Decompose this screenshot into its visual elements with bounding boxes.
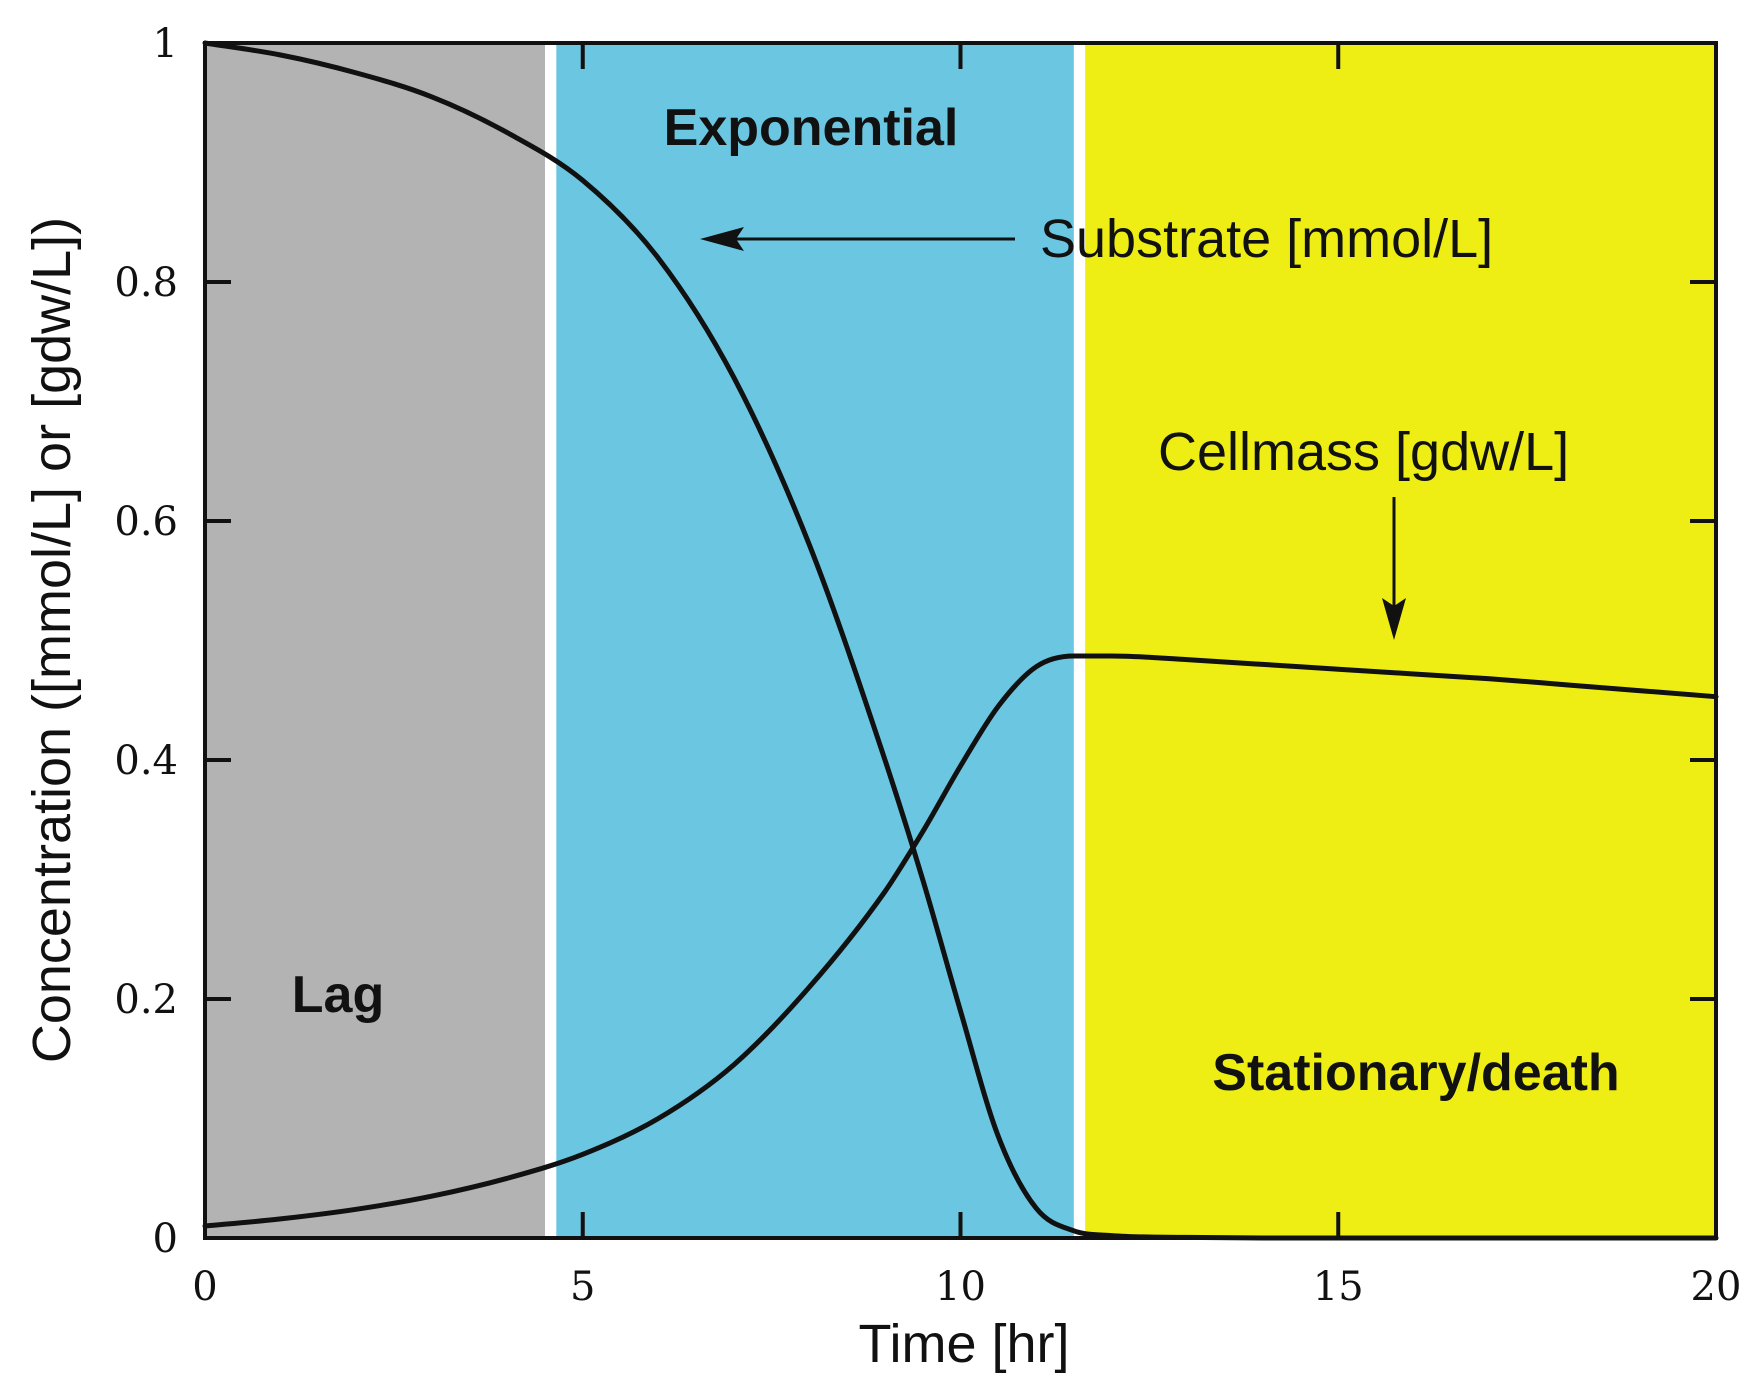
phase-label-lag: Lag [292,966,384,1024]
x-tick-label-4: 20 [1691,1264,1742,1310]
annotation-cellmass: Cellmass [gdw/L] [1158,422,1569,482]
x-tick-label-0: 0 [192,1264,217,1310]
series-line-cellmass [202,653,1719,1229]
phase-label-stationary: Stationary/death [1212,1044,1619,1102]
y-tick-label-3: 0.6 [114,499,178,545]
phase-region-0 [205,43,545,1238]
annotation-substrate: Substrate [mmol/L] [1040,209,1493,269]
phase-region-2 [1085,43,1716,1238]
axes [203,41,1718,1240]
tick-labels: 0 5 10 15 20 0 0.2 0.4 0.6 0.8 1 [114,21,1741,1310]
y-axis-title: Concentration ([mmol/L] or [gdw/L]) [22,217,82,1063]
y-tick-label-1: 0.2 [114,977,178,1023]
x-tick-label-1: 5 [570,1264,595,1310]
annotation-substrate-arrowhead [700,227,744,251]
phase-label-exponential: Exponential [664,99,959,157]
y-tick-label-5: 1 [153,21,178,67]
x-axis-title: Time [hr] [858,1314,1069,1374]
phase-region-1 [556,43,1074,1238]
annotation-cellmass-arrowhead [1382,598,1406,640]
y-tick-label-0: 0 [153,1216,178,1262]
y-tick-label-2: 0.4 [114,738,178,784]
x-tick-label-3: 15 [1313,1264,1364,1310]
y-tick-label-4: 0.8 [114,260,178,306]
x-tick-label-2: 10 [935,1264,986,1310]
